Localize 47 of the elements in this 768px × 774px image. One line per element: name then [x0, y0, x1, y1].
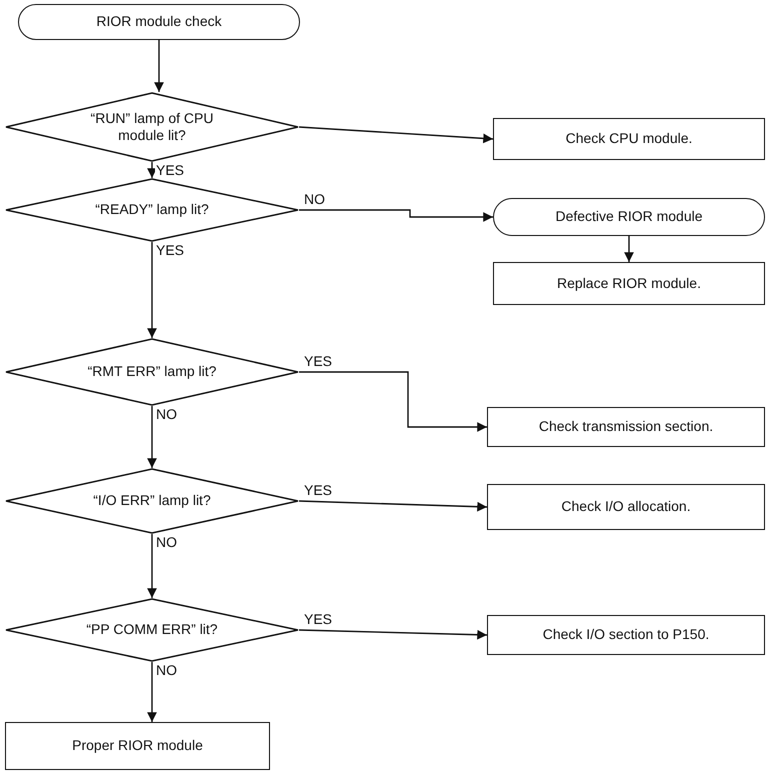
arrow [298, 126, 494, 144]
arrow [299, 209, 493, 222]
arrow [147, 534, 157, 598]
process-box [487, 615, 765, 655]
node-text: Replace RIOR module. [557, 274, 701, 292]
arrow [298, 629, 488, 640]
decision-diamond [5, 178, 299, 242]
node-text: Check I/O section to P150. [542, 626, 710, 644]
process-box [487, 484, 765, 530]
edge-label: NO [155, 663, 178, 677]
edge-label: YES [303, 354, 334, 368]
node-text: RIOR module check [96, 13, 222, 31]
process-box [487, 407, 765, 447]
node-text: Proper RIOR module [72, 737, 203, 755]
arrow [147, 406, 157, 468]
process-box [493, 262, 765, 305]
node-text: “PP COMM ERR” lit? [86, 621, 218, 639]
edge-label: NO [303, 192, 326, 206]
edge-label: YES [303, 483, 334, 497]
node-text: Check transmission section. [538, 418, 714, 436]
decision-diamond [5, 598, 299, 662]
arrow [154, 40, 164, 92]
arrow [298, 500, 488, 512]
node-text: “RUN” lamp of CPU module lit? [90, 110, 214, 144]
node-text: Check I/O allocation. [561, 498, 691, 516]
edge-label: NO [155, 407, 178, 421]
arrow [299, 371, 487, 432]
node-text: Check CPU module. [566, 130, 692, 148]
node-text: “RMT ERR” lamp lit? [88, 363, 216, 381]
process-box [5, 722, 270, 770]
process-box [493, 118, 765, 160]
decision-diamond [5, 338, 299, 406]
edge-label: NO [155, 535, 178, 549]
node-text: “I/O ERR” lamp lit? [93, 492, 211, 510]
edge-label: YES [155, 243, 186, 257]
node-text: Defective RIOR module [555, 208, 703, 226]
decision-diamond [5, 468, 299, 534]
edge-label: YES [155, 163, 186, 177]
edge-label: YES [303, 612, 334, 626]
decision-diamond [5, 92, 299, 162]
arrow [147, 662, 157, 722]
node-text: “READY” lamp lit? [95, 201, 209, 219]
arrow [147, 162, 157, 178]
terminal-box [493, 198, 765, 236]
arrow [624, 236, 634, 262]
terminal-box [18, 4, 300, 40]
arrow [147, 242, 157, 338]
